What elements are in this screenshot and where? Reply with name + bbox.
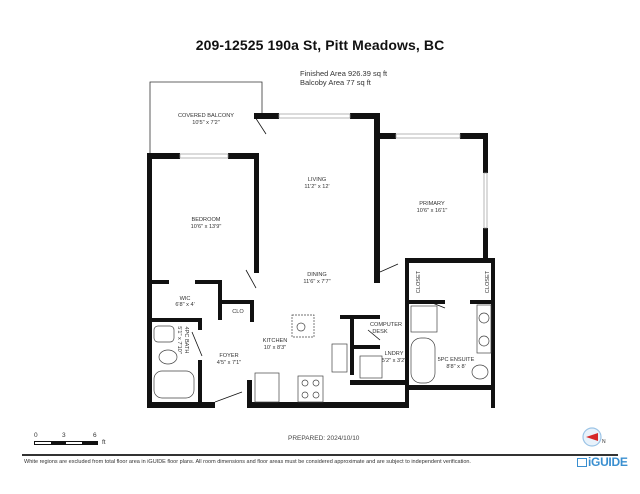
stove: [297, 375, 324, 403]
bedroom-label: BEDROOM: [192, 217, 221, 223]
living-label: LIVING: [308, 177, 326, 183]
fixtures: [153, 304, 492, 403]
dining-label: DINING: [307, 272, 327, 278]
laundry-label: LNDRY: [385, 351, 404, 357]
svg-text:N: N: [602, 439, 606, 445]
scale-unit: ft: [102, 439, 106, 446]
svg-text:6'8" x 4': 6'8" x 4': [175, 302, 194, 308]
computer-desk-label: COMPUTER: [370, 322, 402, 328]
kitchen-label: KITCHEN: [263, 338, 288, 344]
balcony-area: Balcoby Area 77 sq ft: [300, 78, 371, 87]
scale-segments: [34, 441, 98, 445]
room-labels: COVERED BALCONY 10'5" x 7'2" LIVING 11'2…: [175, 113, 491, 370]
iguide-logo-icon: [577, 458, 587, 467]
svg-text:4'5" x 7'1": 4'5" x 7'1": [217, 360, 241, 366]
windows: [179, 113, 488, 229]
svg-text:10'5" x 7'2": 10'5" x 7'2": [192, 120, 220, 126]
svg-text:10'6" x 13'9": 10'6" x 13'9": [191, 224, 222, 230]
foyer-label: FOYER: [219, 353, 238, 359]
svg-text:10'6" x 16'1": 10'6" x 16'1": [417, 208, 448, 214]
toilet: [158, 349, 178, 365]
svg-text:11'6" x 7'7": 11'6" x 7'7": [303, 279, 330, 285]
closet-right-label: CLOSET: [485, 270, 491, 293]
doors: [191, 116, 446, 403]
bath-sink: [153, 325, 175, 343]
balcony-label: COVERED BALCONY: [178, 113, 234, 119]
balcony-outline: [149, 81, 263, 156]
primary-label: PRIMARY: [419, 201, 445, 207]
area-summary: Finished Area 926.39 sq ft Balcoby Area …: [300, 69, 387, 87]
iguide-logo: iGUIDE: [577, 455, 628, 469]
closet-left-label: CLOSET: [416, 270, 422, 293]
wic-label: WIC: [180, 296, 191, 302]
svg-text:8'8" x 8': 8'8" x 8': [446, 364, 465, 370]
clo-label: CLO: [232, 309, 244, 315]
svg-text:11'2" x 12': 11'2" x 12': [304, 184, 329, 190]
svg-text:5'2" x 3'2": 5'2" x 3'2": [382, 358, 406, 364]
svg-text:5'1" x 7'10": 5'1" x 7'10": [176, 326, 182, 354]
compass-icon: N: [582, 427, 606, 447]
ensuite-tub: [410, 337, 436, 384]
kitchen-sink: [331, 343, 348, 373]
fridge: [254, 372, 280, 403]
shower: [410, 305, 438, 333]
washer-dryer: [359, 355, 383, 379]
ensuite-label: 5PC ENSUITE: [438, 357, 475, 363]
property-address-title: 209-12525 190a St, Pitt Meadows, BC: [195, 37, 445, 53]
bath-label: 4PC BATH: [183, 327, 189, 354]
disclaimer-text: White regions are excluded from total fl…: [24, 459, 471, 465]
ensuite-toilet: [471, 364, 489, 380]
bathtub: [153, 370, 195, 399]
prepared-date: PREPARED: 2024/10/10: [288, 435, 360, 442]
footer-divider: [22, 454, 618, 456]
svg-text:10' x 8'3": 10' x 8'3": [264, 345, 286, 351]
finished-area: Finished Area 926.39 sq ft: [300, 69, 388, 78]
svg-text:DESK: DESK: [372, 329, 388, 335]
walls: [147, 113, 495, 408]
